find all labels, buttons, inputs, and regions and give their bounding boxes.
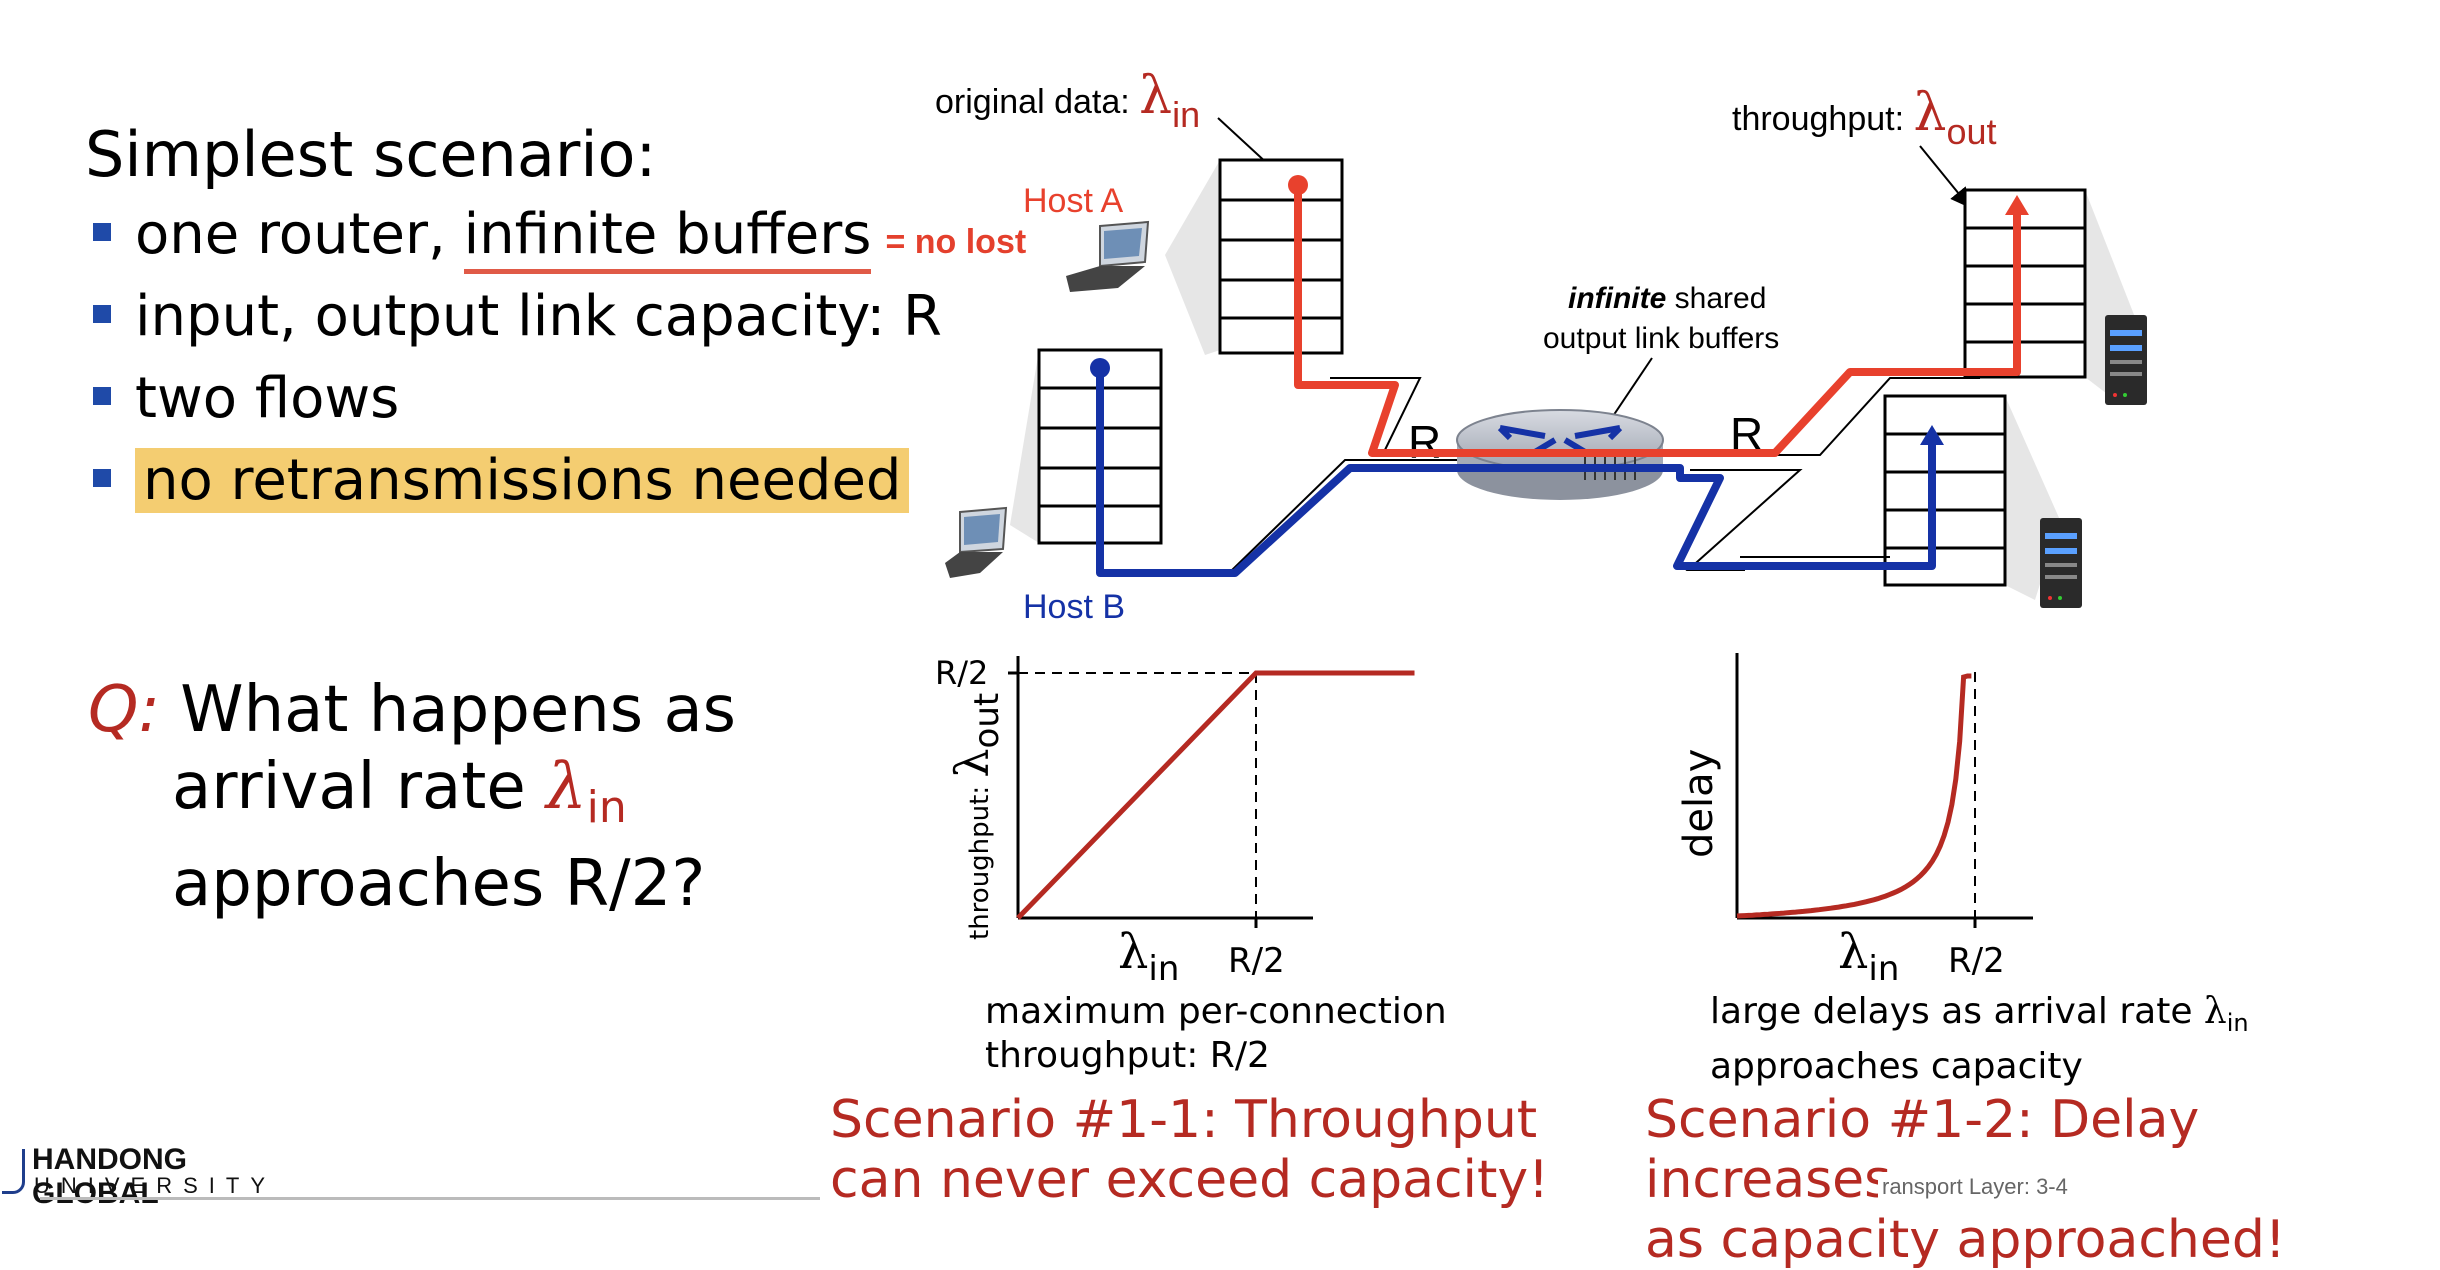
bullet-square-icon <box>93 223 111 241</box>
host-a-callout <box>1165 160 1220 355</box>
scenario-1-1: Scenario #1-1: Throughput can never exce… <box>830 1090 1549 1210</box>
red-flow-arrowhead <box>2005 195 2029 215</box>
bullet-list: one router, infinite buffers= no lost in… <box>90 200 1026 528</box>
r-left-label: R <box>1408 416 1441 468</box>
blue-flow-start <box>1090 358 1110 378</box>
host-a-laptop-icon <box>1066 220 1150 292</box>
y-axis-label: throughput: λout <box>945 693 1007 940</box>
delay-curve <box>1736 673 1972 919</box>
delay-chart: delay λin R/2 <box>1676 653 2033 989</box>
host-a-queue <box>1218 158 1344 355</box>
y-axis-label: delay <box>1676 749 1722 858</box>
output-queue-blue <box>1883 394 2007 587</box>
slide-footer: ransport Layer: 3-4 <box>1878 1172 2072 1202</box>
blue-flow-path <box>1096 368 1936 577</box>
throughput-chart: R/2 throughput: λout λin R/2 <box>935 654 1415 989</box>
infinite-label: infinite shared <box>1568 282 1766 315</box>
underlined-text: infinite buffers <box>463 202 872 274</box>
host-a-label: Host A <box>1023 182 1123 220</box>
bullet-item: one router, infinite buffers= no lost <box>90 200 1026 282</box>
highlighted-text: no retransmissions needed <box>135 448 910 513</box>
x-tick-label: R/2 <box>1228 941 1285 981</box>
footer-rule <box>40 1197 820 1200</box>
x-tick-label: R/2 <box>1948 941 2005 981</box>
throughput-label: throughput: λout <box>1732 83 1997 152</box>
bullet-item: two flows <box>90 364 1026 446</box>
output-queue-red <box>1963 188 2087 379</box>
blue-flow-arrowhead <box>1920 425 1944 445</box>
no-lost-note: = no lost <box>885 223 1027 261</box>
x-axis-label: λin <box>1838 924 1899 989</box>
original-data-label: original data: λin <box>935 66 1200 135</box>
x-axis-label: λin <box>1118 924 1179 989</box>
bullet-item: input, output link capacity: R <box>90 282 1026 364</box>
bullet-item: no retransmissions needed <box>90 446 1026 528</box>
y-tick-label: R/2 <box>935 654 988 692</box>
throughput-line <box>1016 670 1415 920</box>
bullet-square-icon <box>93 469 111 487</box>
question: Q: What happens as arrival rate λin appr… <box>88 673 736 921</box>
network-diagram: original data: λin throughput: λout Host… <box>935 66 2147 626</box>
lambda-symbol: λ <box>546 750 587 824</box>
bullet-square-icon <box>93 305 111 323</box>
question-label: Q: <box>88 673 160 747</box>
red-flow-start <box>1288 175 1308 195</box>
graph1-caption: maximum per-connection throughput: R/2 <box>985 991 1447 1076</box>
host-b-laptop-icon <box>945 506 1008 578</box>
university-logo: HANDONG GLOBAL UNIVERSITY <box>2 1143 302 1210</box>
logo-mark-icon <box>2 1149 25 1194</box>
host-b-label: Host B <box>1023 588 1125 626</box>
slide-heading: Simplest scenario: <box>85 118 657 191</box>
server-icon-top <box>2105 315 2147 405</box>
buffers-label: output link buffers <box>1543 322 1779 355</box>
scenario-1-2: Scenario #1-2: Delay increases as capaci… <box>1645 1090 2286 1270</box>
graph2-caption: large delays as arrival rate λin approac… <box>1710 991 2249 1087</box>
bullet-square-icon <box>93 387 111 405</box>
throughput-arrow <box>1919 145 1971 209</box>
host-b-callout <box>1010 350 1039 543</box>
server-icon-bottom <box>2040 518 2082 608</box>
red-flow-path <box>1294 185 2021 457</box>
